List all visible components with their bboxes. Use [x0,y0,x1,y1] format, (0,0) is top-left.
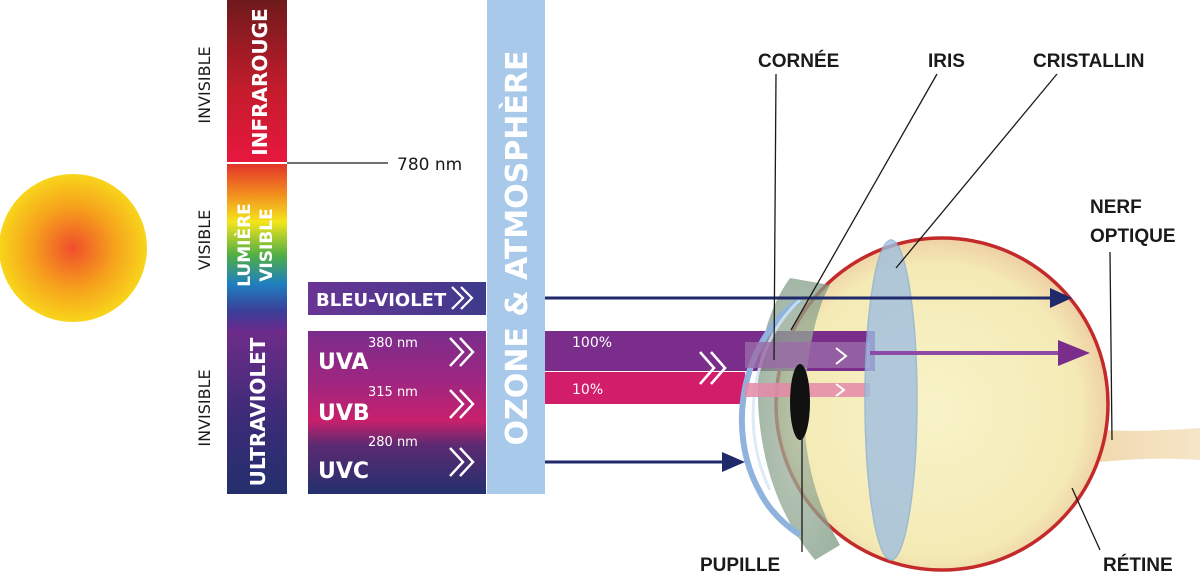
visible-band [227,163,287,331]
uvb-label: UVB [318,401,370,426]
ozone-filter [487,0,545,494]
iris-leader [790,73,938,331]
blue-violet-bar [308,282,486,315]
uva-label: UVA [318,350,368,375]
chevron-icon [835,347,848,397]
lens-label: CRISTALLIN [1033,51,1145,72]
optic-nerve-label-line2: OPTIQUE [1090,226,1176,247]
visible-label-line2: VISIBLE [257,208,277,281]
blue-violet-arrowhead [1050,288,1072,308]
optic-nerve [1100,428,1200,462]
infrared-label: INFRAROUGE [248,8,272,155]
uvb-beam [545,372,745,404]
uva-beam-inner [745,342,870,368]
iris-label: IRIS [928,51,965,72]
uvc-label: UVC [318,459,369,484]
cornea-leader [773,73,777,361]
side-label-invisible-top: INVISIBLE [195,46,214,123]
pupil-label: PUPILLE [700,555,780,576]
double-chevron-icon [451,286,474,310]
pupil [790,364,810,440]
ultraviolet-label: ULTRAVIOLET [246,337,270,486]
uva-arrowhead [1058,340,1090,366]
optic-nerve-label-line1: NERF [1090,197,1142,218]
uvb-percent: 10% [572,382,603,398]
uvc-arrowhead [722,452,745,472]
side-label-visible: VISIBLE [195,210,214,271]
optic-nerve-leader [1109,251,1113,441]
retina-leader [1071,487,1101,551]
wavelength-780-label: 780 nm [397,155,462,175]
ultraviolet-band [227,331,287,494]
infrared-band [227,0,287,163]
double-chevron-icon [449,337,475,367]
cornea [738,297,802,538]
double-chevron-icon [449,389,475,419]
uva-wavelength: 380 nm [368,336,418,351]
uva-percent: 100% [572,335,612,351]
side-label-invisible-bottom: INVISIBLE [195,369,214,446]
uvb-wavelength: 315 nm [368,385,418,400]
ozone-label: OZONE & ATMOSPHÈRE [499,51,535,446]
visible-label-line1: LUMIÈRE [233,203,255,287]
double-chevron-icon [449,447,475,477]
blue-violet-label: BLEU-VIOLET [316,290,447,311]
uvc-wavelength: 280 nm [368,435,418,450]
double-chevron-icon [699,351,727,385]
lens [864,239,918,561]
retina-label: RÉTINE [1103,554,1173,576]
cornea-label: CORNÉE [758,50,839,72]
sun-icon [0,174,147,322]
lens-leader [895,73,1058,269]
